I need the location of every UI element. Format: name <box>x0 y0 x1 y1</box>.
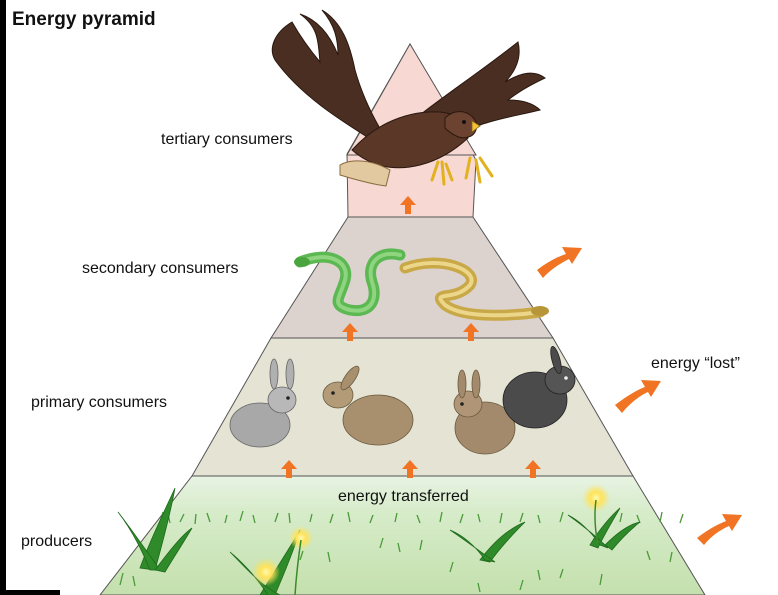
rabbit-gray-illustration <box>229 358 297 448</box>
grass-texture <box>119 510 684 593</box>
label-energy-transferred: energy transferred <box>338 488 469 505</box>
label-tertiary-consumers: tertiary consumers <box>161 131 293 148</box>
up-arrow <box>342 323 358 341</box>
dandelion-glow <box>582 484 610 512</box>
energy-lost-arrows <box>537 247 742 545</box>
dandelion-glow <box>289 526 313 550</box>
up-arrow <box>525 460 541 478</box>
up-arrow <box>281 460 297 478</box>
eagle-illustration <box>271 9 546 187</box>
rabbit-brown-illustration <box>322 365 414 446</box>
label-energy-lost: energy “lost” <box>651 355 740 372</box>
curved-arrow <box>615 380 661 413</box>
curved-arrow <box>697 514 742 545</box>
producers-level <box>99 475 706 595</box>
label-producers: producers <box>21 533 93 550</box>
up-arrow <box>402 460 418 478</box>
rabbit-dark-illustration <box>502 346 576 429</box>
figure-title: Energy pyramid <box>12 9 156 30</box>
label-primary-consumers: primary consumers <box>31 394 168 411</box>
up-arrow <box>400 196 416 214</box>
green-snake-illustration <box>294 248 406 317</box>
rabbit-tan-illustration <box>453 369 516 455</box>
up-arrow <box>463 323 479 341</box>
yellow-snake-illustration <box>399 257 549 321</box>
curved-arrow <box>537 247 582 278</box>
energy-transfer-arrows <box>281 196 541 478</box>
label-secondary-consumers: secondary consumers <box>82 260 239 277</box>
dandelion-glow <box>252 558 280 586</box>
